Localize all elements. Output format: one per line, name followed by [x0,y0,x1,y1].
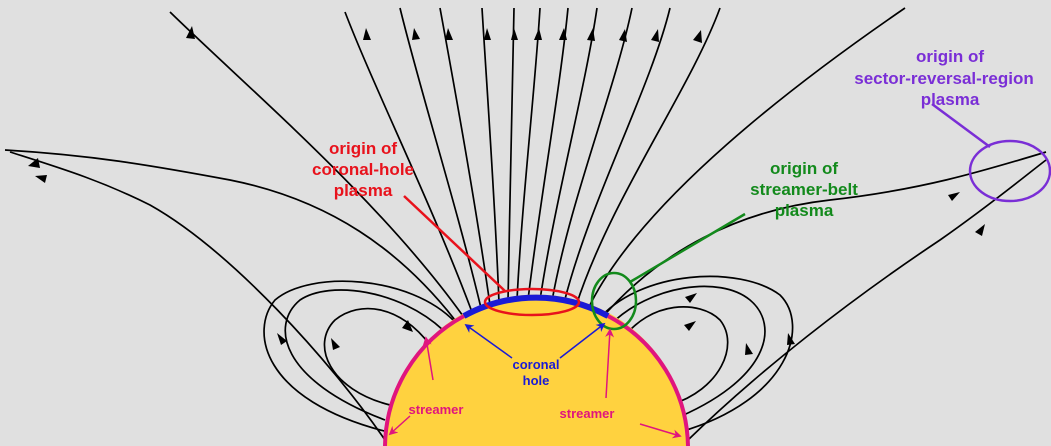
sector-reversal-pointer [931,102,991,149]
coronal-hole-pointer [403,195,506,292]
arrow-mark [331,338,340,350]
arrow-mark [975,224,985,236]
arrow-mark [484,28,491,40]
streamer-belt-pointer [629,212,746,284]
sector-reversal-origin-label: origin of sector-reversal-region plasma [854,47,1034,109]
field-line [609,285,766,421]
field-arrows [28,26,985,355]
streamer-belt-origin-line-1: origin of [770,159,838,178]
field-lines [4,7,1047,441]
sector-reversal-origin-line-1: origin of [916,47,984,66]
field-line [621,306,729,406]
arrow-mark [186,26,195,39]
arrow-mark [402,320,413,332]
arrow-mark [619,29,627,42]
field-line [9,151,386,441]
sector-reversal-origin-ellipse [968,139,1051,203]
field-line [551,7,633,302]
arrow-mark [277,333,287,345]
streamer-label-left: streamer [409,402,464,417]
field-line [587,7,906,310]
sector-reversal-origin-line-3: plasma [921,90,980,109]
coronal-hole-arrow-left [464,323,513,359]
field-line [481,7,500,304]
arrow-mark [534,28,542,40]
coronal-hole-origin-label: origin of coronal-hole plasma [312,139,414,200]
coronal-hole-origin-ellipse [483,287,581,317]
arrow-mark [693,30,702,43]
coronal-hole-line-2: hole [523,373,550,388]
arrow-mark [948,192,960,201]
coronal-hole-arc [462,294,610,319]
coronal-hole-label: coronal hole [513,357,560,388]
sector-reversal-origin-line-2: sector-reversal-region [854,69,1034,88]
streamer-right-arrow-down [639,423,682,439]
coronal-hole-origin-line-1: origin of [329,139,397,158]
arrow-mark [445,28,453,40]
arrow-mark [587,28,595,41]
field-line [575,7,721,307]
coronal-hole-origin-line-2: coronal-hole [312,160,414,179]
field-line [169,11,464,317]
coronal-hole-origin-line-3: plasma [334,181,393,200]
coronal-hole-line-1: coronal [513,357,560,372]
streamer-right-arrow-up [605,328,615,399]
field-line [539,7,598,301]
field-line [687,159,1047,441]
arrow-mark [363,28,371,40]
arrow-mark [28,158,40,168]
field-line [284,289,444,421]
field-line [323,307,431,406]
arrow-mark [35,175,47,183]
arrow-mark [559,28,567,40]
arrow-mark [651,29,659,42]
field-line [507,7,515,302]
streamer-belt-origin-line-3: plasma [775,201,834,220]
field-line [439,7,491,306]
field-line [344,11,473,313]
field-line [4,149,456,321]
field-line [399,7,482,309]
arrow-mark [745,343,753,355]
field-line [263,280,456,433]
field-line [527,7,569,301]
streamer-belt-origin-line-2: streamer-belt [750,180,858,199]
arrow-mark [412,28,420,40]
streamer-label-right: streamer [560,406,615,421]
streamer-left-arrow-up [422,336,434,381]
coronal-hole-arrow-right [559,322,606,359]
streamer-edge-left [383,314,465,446]
arrow-mark [684,321,696,331]
field-line [516,7,541,301]
arrow-mark [511,28,518,40]
arrow-mark [787,333,795,345]
field-line [597,275,794,433]
arrow-mark [685,293,697,303]
streamer-belt-origin-label: origin of streamer-belt plasma [750,159,858,220]
field-line [563,7,671,304]
streamer-left-arrow-down [388,415,411,436]
